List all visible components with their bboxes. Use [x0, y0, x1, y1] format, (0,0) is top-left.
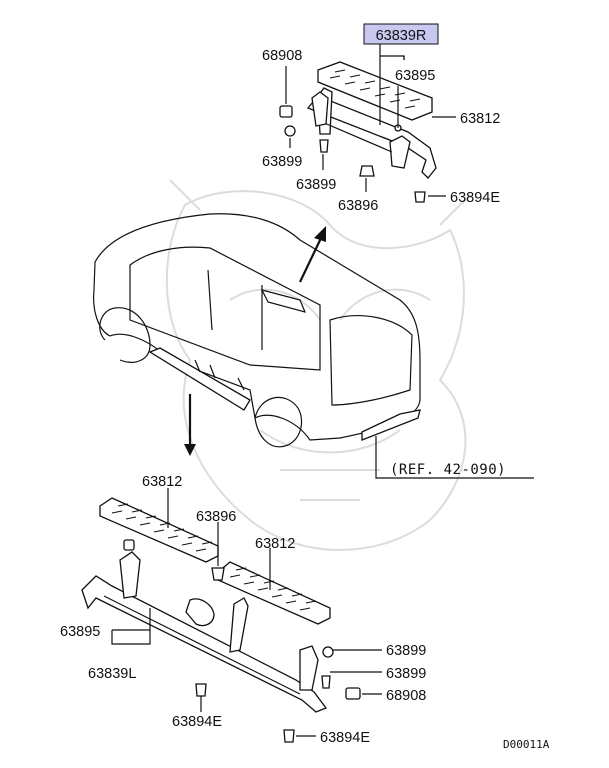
label-bottom-63896: 63896	[196, 509, 236, 525]
arrow-to-top-assembly	[299, 226, 326, 283]
kit-right-highlight	[363, 23, 439, 45]
63894E-nut-top	[414, 191, 426, 203]
63895-bracket-bottom	[123, 539, 135, 551]
label-bottom-63899-b: 63899	[386, 666, 426, 682]
63899-bolt-top-b	[319, 139, 329, 153]
63899-bolt-bottom-b	[321, 675, 331, 689]
63896-clip-top	[359, 165, 375, 177]
63899-bolt-top-a	[284, 125, 296, 137]
68908-bushing-bottom	[345, 687, 361, 700]
63896-clip-bottom	[211, 567, 225, 581]
label-top-63812: 63812	[460, 111, 500, 127]
63899-bolt-bottom-a	[322, 646, 334, 658]
68908-bushing-top	[279, 105, 293, 118]
bottom-leader-lines	[111, 488, 382, 737]
top-leader-lines	[285, 44, 456, 197]
63894E-nut-bottom-b	[283, 729, 295, 743]
label-kit-right: 63839R	[376, 28, 427, 44]
bottom-running-board-assembly	[81, 497, 361, 743]
label-top-63899-a: 63899	[262, 154, 302, 170]
label-bottom-63812-b: 63812	[255, 536, 295, 552]
label-top-63899-b: 63899	[296, 177, 336, 193]
label-reference: (REF. 42-090)	[390, 462, 506, 478]
label-top-63894E: 63894E	[450, 190, 500, 206]
label-bottom-63899-a: 63899	[386, 643, 426, 659]
label-bottom-63895: 63895	[60, 624, 100, 640]
label-top-63895: 63895	[395, 68, 435, 84]
label-bottom-63894E-a: 63894E	[172, 714, 222, 730]
arrow-to-bottom-assembly	[184, 394, 196, 456]
label-bottom-68908: 68908	[386, 688, 426, 704]
label-kit-left: 63839L	[88, 666, 136, 682]
vehicle-outline	[93, 213, 421, 448]
63894E-nut-bottom-a	[195, 683, 207, 697]
label-diagram-code: D00011A	[503, 738, 550, 751]
label-bottom-63812-a: 63812	[142, 474, 182, 490]
reference-leader	[375, 436, 534, 479]
label-top-63896: 63896	[338, 198, 378, 214]
label-top-68908: 68908	[262, 48, 302, 64]
label-bottom-63894E-b: 63894E	[320, 730, 370, 746]
